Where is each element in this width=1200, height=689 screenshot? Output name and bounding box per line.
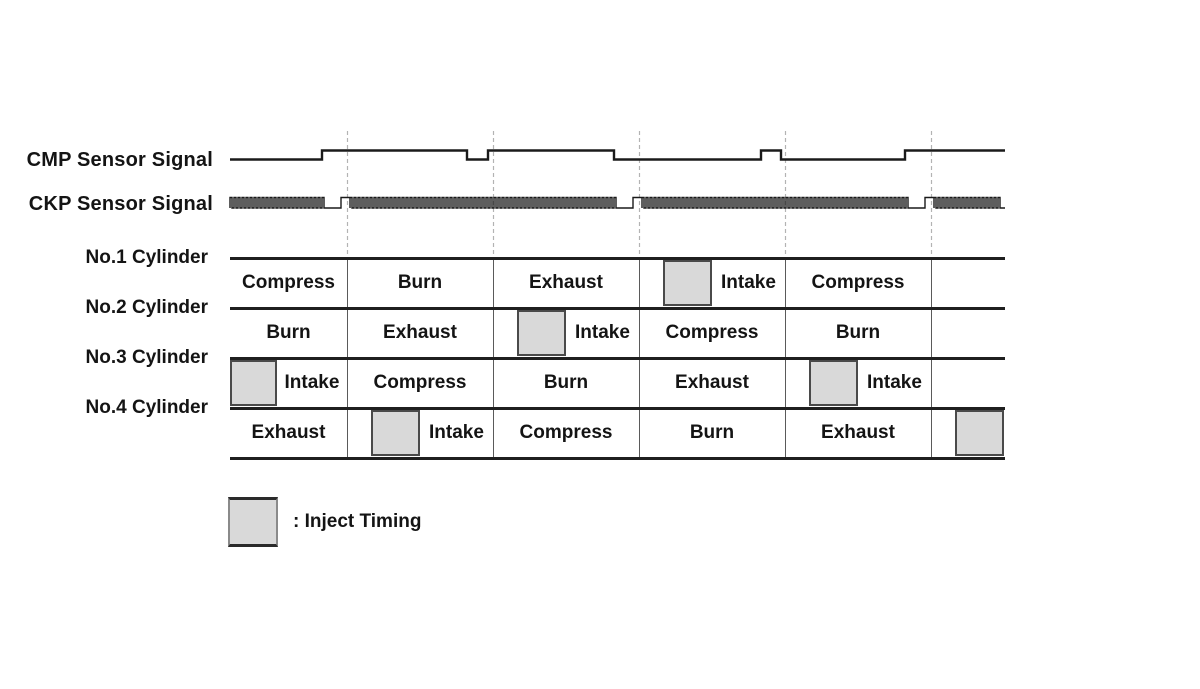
phase-cell: Intake: [284, 372, 340, 393]
row-line: [230, 407, 1005, 410]
inject-timing-box: [663, 260, 712, 306]
cmp-waveform: [230, 149, 1005, 161]
phase-cell: Exhaust: [821, 422, 895, 443]
cylinder-label-3: No.3 Cylinder: [85, 347, 208, 368]
inject-timing-box: [809, 360, 858, 406]
row-line: [230, 257, 1005, 260]
cmp-signal-label: CMP Sensor Signal: [26, 149, 213, 171]
cylinder-label-4: No.4 Cylinder: [85, 397, 208, 418]
phase-cell: Exhaust: [675, 372, 749, 393]
phase-cell: Compress: [373, 372, 467, 393]
phase-cell: Compress: [242, 272, 335, 293]
phase-cell: Burn: [266, 322, 311, 343]
phase-cell: Compress: [665, 322, 759, 343]
legend-label: : Inject Timing: [293, 511, 422, 532]
phase-cell: Burn: [397, 272, 443, 293]
phase-cell: Intake: [721, 272, 776, 293]
phase-cell: Burn: [835, 322, 881, 343]
inject-timing-box: [371, 410, 420, 456]
phase-cell: Intake: [867, 372, 922, 393]
phase-cell: Burn: [689, 422, 735, 443]
ckp-signal-label: CKP Sensor Signal: [28, 193, 213, 215]
phase-cell: Intake: [429, 422, 484, 443]
phase-cell: Exhaust: [383, 322, 457, 343]
row-line: [230, 307, 1005, 310]
inject-timing-box: [230, 360, 277, 406]
inject-timing-box: [955, 410, 1004, 456]
cylinder-label-1: No.1 Cylinder: [85, 247, 208, 268]
phase-cell: Compress: [811, 272, 905, 293]
phase-cell: Compress: [519, 422, 613, 443]
inject-timing-swatch: [228, 497, 278, 547]
inject-timing-box: [517, 310, 566, 356]
phase-cell: Burn: [543, 372, 589, 393]
ckp-waveform: [229, 196, 1005, 209]
row-line: [230, 357, 1005, 360]
row-line: [230, 457, 1005, 460]
cylinder-label-2: No.2 Cylinder: [85, 297, 208, 318]
phase-cell: Exhaust: [251, 422, 326, 443]
phase-cell: Intake: [575, 322, 630, 343]
phase-cell: Exhaust: [529, 272, 603, 293]
